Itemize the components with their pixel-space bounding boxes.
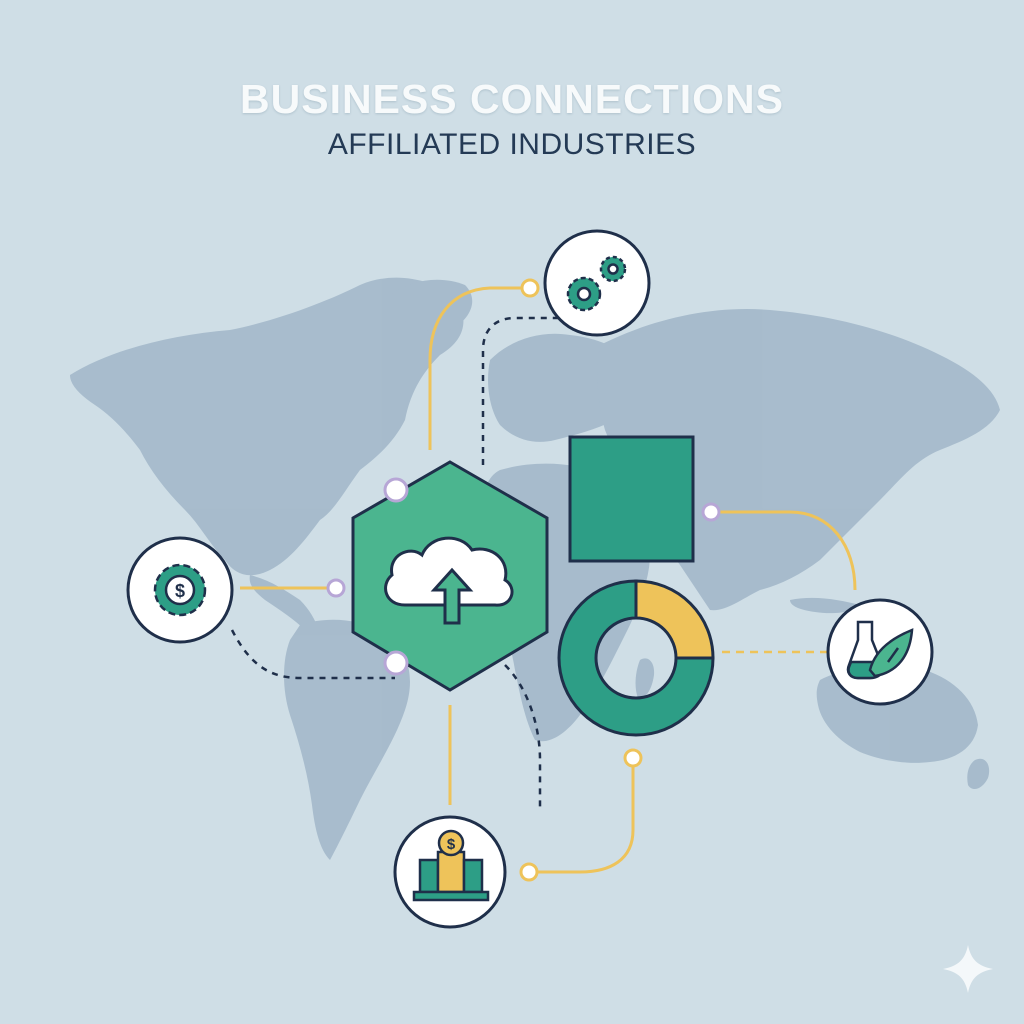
connector-left-dashed: [230, 629, 395, 680]
node-chart-bottom: [623, 748, 643, 768]
map-central-america: [249, 575, 318, 630]
map-north-america: [70, 277, 464, 576]
node-hex-top: [383, 477, 409, 503]
connector-bottom-dashed: [504, 664, 542, 810]
industry-banking: $: [393, 815, 507, 929]
connector-nodes: [326, 278, 721, 882]
node-bottom: [519, 862, 539, 882]
connector-right-solid: [712, 510, 857, 591]
industry-gears: [543, 229, 651, 337]
svg-text:$: $: [447, 836, 456, 853]
gears-icon: [566, 255, 627, 312]
donut-slice-2: [557, 579, 715, 737]
cloud-upload-icon: [384, 536, 514, 625]
sparkle-icon: [943, 945, 993, 993]
node-left: [326, 578, 346, 598]
node-hex-bottom: [383, 650, 409, 676]
page-title: BUSINESS CONNECTIONS: [240, 76, 784, 122]
map-indonesia: [790, 597, 860, 614]
teal-square: [568, 435, 695, 563]
page-subtitle: AFFILIATED INDUSTRIES: [327, 128, 697, 161]
center-hub: [351, 460, 549, 692]
map-asia: [597, 309, 1000, 611]
donut-slice-1: [634, 579, 715, 660]
map-greenland: [390, 279, 473, 332]
node-right: [701, 502, 721, 522]
connector-top-solid: [428, 286, 528, 450]
node-top: [520, 278, 540, 298]
industry-biotech: [826, 598, 934, 706]
map-new-zealand: [967, 758, 990, 790]
map-madagascar: [635, 658, 655, 699]
map-south-america: [284, 619, 410, 860]
connectors: [230, 286, 857, 874]
connector-chart-bottom: [530, 760, 635, 874]
bank-dollar-icon: $: [412, 829, 490, 902]
svg-text:$: $: [175, 581, 185, 601]
dollar-gear-icon: $: [153, 563, 207, 617]
donut-chart: [557, 579, 715, 737]
industry-finance-gear: $: [126, 536, 234, 644]
flask-leaf-icon: [846, 620, 914, 680]
